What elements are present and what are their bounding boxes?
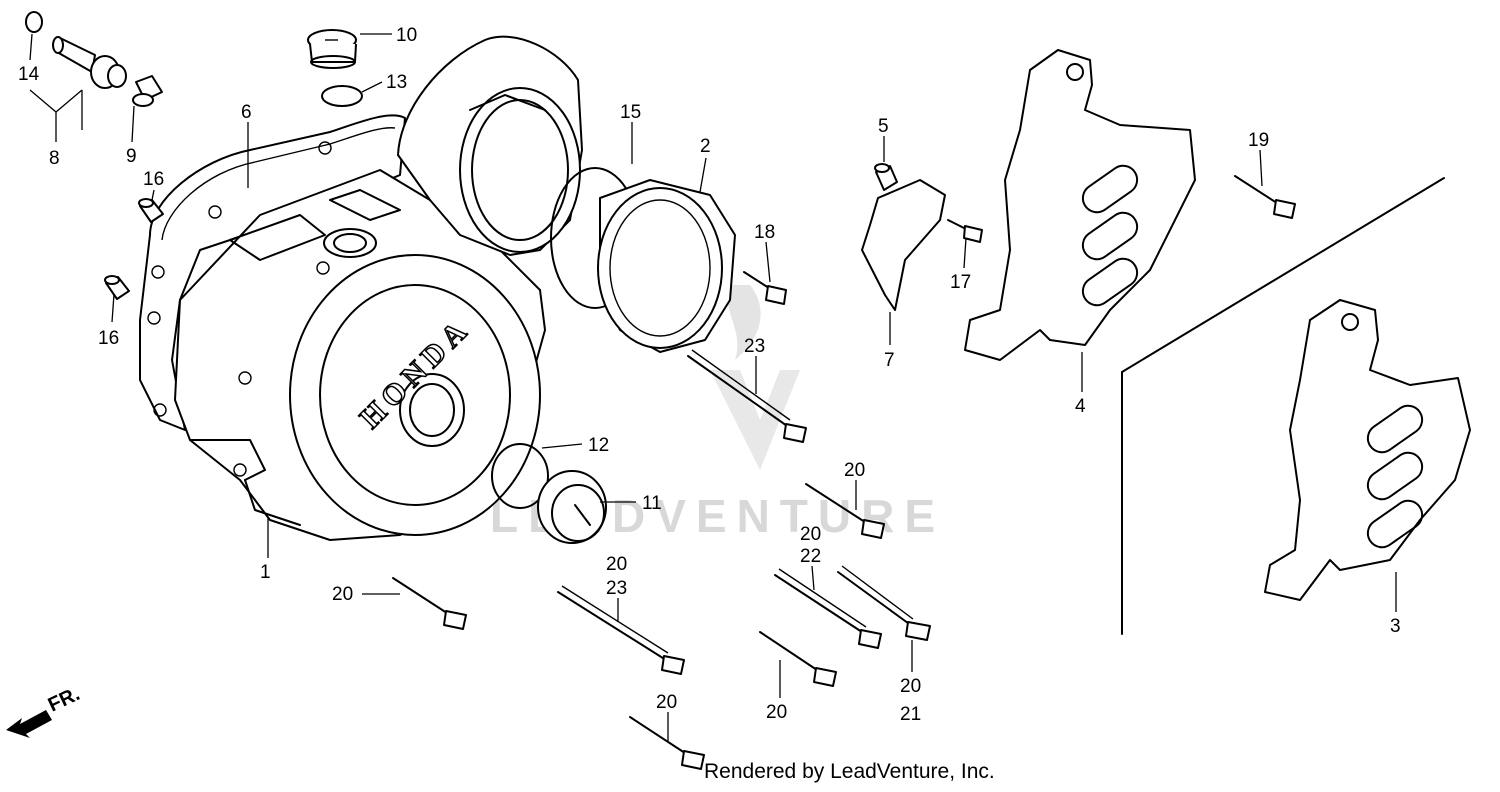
- bolt-23-upper: [687, 349, 807, 443]
- callout-20-d: 20: [800, 524, 821, 545]
- plug-o-ring: [491, 443, 549, 509]
- callout-20-c: 20: [606, 554, 627, 575]
- clutch-housing-cover: [397, 35, 583, 256]
- callout-23-upper: 23: [744, 336, 765, 357]
- sprocket-cover: [964, 49, 1196, 361]
- callout-20-a: 20: [844, 460, 865, 481]
- alternate-part-divider: [1121, 177, 1445, 635]
- footer-credit: Rendered by LeadVenture, Inc.: [704, 760, 995, 783]
- callout-10: 10: [396, 25, 417, 46]
- bolt-20-22: [774, 568, 882, 649]
- callout-1: 1: [260, 562, 271, 583]
- filler-cap: [307, 29, 357, 69]
- callout-12: 12: [588, 435, 609, 456]
- dowel-pin-lower: [104, 275, 130, 300]
- callout-2: 2: [700, 136, 711, 157]
- callout-15: 15: [620, 102, 641, 123]
- sprocket-cover-alternate: [1264, 299, 1471, 601]
- callout-16-lower: 16: [98, 328, 119, 349]
- callout-23-lower: 23: [606, 578, 627, 599]
- timing-hole-plug: [537, 470, 607, 544]
- callout-17: 17: [950, 272, 971, 293]
- callout-21: 21: [900, 704, 921, 725]
- callout-16-upper: 16: [143, 169, 164, 190]
- callout-6: 6: [241, 102, 252, 123]
- bolt-20-b: [392, 577, 467, 630]
- bolt-20-23: [557, 585, 685, 675]
- bolt-18: [743, 271, 787, 305]
- crankcase-cover: HONDA: [174, 169, 546, 541]
- bolt-17: [947, 219, 983, 243]
- callout-7: 7: [884, 350, 895, 371]
- callout-8: 8: [49, 148, 60, 169]
- callout-13: 13: [386, 72, 407, 93]
- bolt-assembly: [25, 11, 163, 107]
- callout-20-e: 20: [900, 676, 921, 697]
- gasket: [139, 114, 406, 431]
- bolt-20-a: [805, 483, 885, 539]
- cover: [597, 179, 736, 353]
- callout-22: 22: [800, 546, 821, 567]
- bolt-20-d: [629, 716, 705, 770]
- callout-20-b: 20: [332, 584, 353, 605]
- leader-lines: [29, 33, 1397, 742]
- chain-guide: [861, 163, 946, 311]
- callout-18: 18: [754, 222, 775, 243]
- callout-4: 4: [1075, 396, 1086, 417]
- bolt-20-21: [837, 565, 931, 641]
- dowel-pin-upper: [138, 198, 164, 223]
- cap-o-ring: [321, 85, 363, 107]
- callout-3: 3: [1390, 616, 1401, 637]
- callout-20-g: 20: [656, 692, 677, 713]
- callout-20-f: 20: [766, 702, 787, 723]
- callout-14: 14: [18, 64, 40, 85]
- callout-9: 9: [126, 146, 137, 167]
- front-label: FR.: [45, 683, 83, 717]
- callout-numbers: 1 2 3 4 5 6 7 8 9 10 11 12 13 14 15 16 1…: [18, 25, 1401, 725]
- bolt-19: [1234, 175, 1296, 219]
- bolt-20-c: [759, 631, 837, 687]
- callout-5: 5: [878, 116, 889, 137]
- front-direction-arrow: FR.: [6, 683, 83, 738]
- callout-11: 11: [642, 493, 662, 514]
- callout-19: 19: [1248, 130, 1269, 151]
